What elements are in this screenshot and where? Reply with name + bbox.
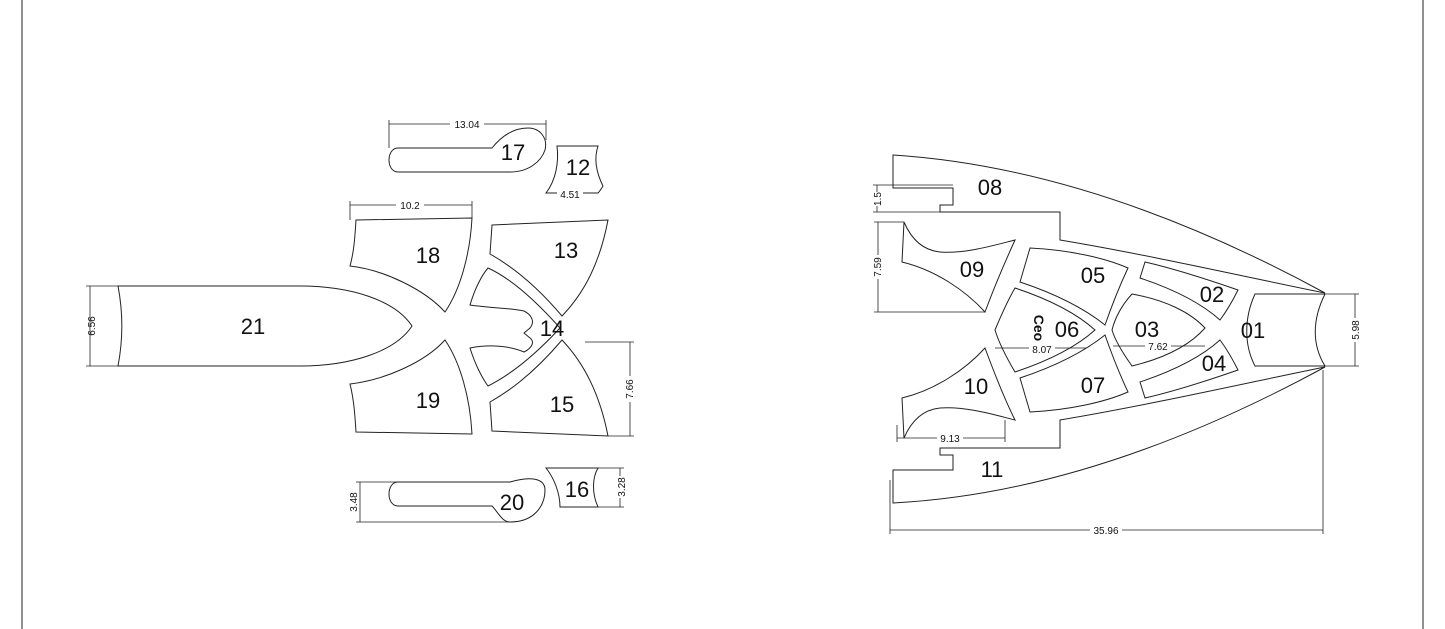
piece-12-label: 12 (566, 155, 590, 180)
logo-mark: Ceo (1031, 315, 1047, 341)
dim-08-height: 1.5 (872, 184, 953, 213)
svg-text:5.98: 5.98 (1351, 320, 1362, 340)
piece-09[interactable]: 09 (901, 221, 1016, 313)
dim-15-height: 7.66 (585, 341, 636, 437)
svg-text:3.48: 3.48 (349, 492, 360, 512)
piece-01-label: 01 (1241, 318, 1265, 343)
piece-02-label: 02 (1200, 282, 1224, 307)
piece-02[interactable]: 02 (1139, 261, 1239, 321)
piece-16-label: 16 (565, 477, 589, 502)
piece-20[interactable]: 20 (388, 478, 546, 523)
svg-text:9.13: 9.13 (940, 434, 960, 445)
svg-text:8.07: 8.07 (1032, 345, 1052, 356)
piece-18-label: 18 (416, 243, 440, 268)
piece-10-label: 10 (964, 374, 988, 399)
piece-06-label: 06 (1055, 317, 1079, 342)
piece-20-label: 20 (500, 490, 524, 515)
piece-03[interactable]: 03 (1111, 293, 1206, 367)
svg-text:4.51: 4.51 (560, 190, 580, 201)
piece-08[interactable]: 08 (892, 154, 1326, 294)
svg-text:7.59: 7.59 (873, 257, 884, 277)
piece-06[interactable]: 06 (994, 287, 1096, 373)
svg-text:10.2: 10.2 (400, 201, 420, 212)
svg-text:35.96: 35.96 (1093, 526, 1118, 537)
piece-11-label: 11 (981, 457, 1004, 482)
piece-19[interactable]: 19 (349, 339, 473, 435)
piece-21[interactable]: 21 (117, 285, 413, 367)
piece-18[interactable]: 18 (349, 217, 473, 313)
piece-16[interactable]: 16 (544, 467, 599, 508)
svg-text:1.5: 1.5 (873, 192, 884, 206)
svg-text:7.66: 7.66 (625, 379, 636, 399)
svg-text:3.28: 3.28 (617, 477, 628, 497)
dim-18-width: 10.2 (349, 199, 473, 220)
svg-text:7.62: 7.62 (1148, 342, 1168, 353)
dim-10-width: 9.13 (896, 420, 1006, 445)
piece-03-label: 03 (1135, 317, 1159, 342)
dim-01-height: 5.98 (1325, 293, 1362, 367)
piece-11[interactable]: 11 (892, 366, 1326, 504)
dim-03-width: 7.62 (1113, 341, 1205, 353)
svg-text:6.56: 6.56 (87, 316, 98, 336)
piece-19-label: 19 (416, 388, 440, 413)
piece-21-label: 21 (241, 314, 265, 339)
piece-17-label: 17 (501, 140, 525, 165)
dim-21-height: 6.56 (86, 285, 118, 367)
piece-07[interactable]: 07 (1019, 334, 1129, 413)
piece-14[interactable]: 14 (469, 267, 564, 387)
dim-total-width: 35.96 (889, 370, 1324, 537)
piece-05-label: 05 (1081, 263, 1105, 288)
piece-10[interactable]: 10 (901, 347, 1016, 439)
piece-15[interactable]: 15 (489, 339, 609, 437)
piece-08-label: 08 (978, 175, 1002, 200)
piece-15-label: 15 (550, 392, 574, 417)
piece-13-label: 13 (554, 238, 578, 263)
dim-17-width: 13.04 (388, 118, 547, 148)
svg-text:13.04: 13.04 (454, 120, 479, 131)
logo-text: Ceo (1031, 315, 1047, 341)
piece-04-label: 04 (1202, 351, 1226, 376)
dim-16-height: 3.28 (598, 467, 628, 508)
piece-04[interactable]: 04 (1139, 339, 1239, 399)
piece-01[interactable]: 01 (1241, 293, 1326, 367)
piece-17[interactable]: 17 (388, 127, 547, 173)
piece-07-label: 07 (1081, 373, 1105, 398)
piece-09-label: 09 (960, 257, 984, 282)
dim-12-width: 4.51 (546, 188, 598, 201)
dim-06-width: 8.07 (995, 343, 1090, 356)
dim-20-height: 3.48 (349, 481, 510, 523)
piece-05[interactable]: 05 (1019, 247, 1129, 326)
piece-12[interactable]: 12 (544, 145, 604, 194)
piece-13[interactable]: 13 (489, 219, 609, 317)
dim-09-height: 7.59 (872, 221, 985, 313)
piece-14-label: 14 (540, 316, 564, 341)
